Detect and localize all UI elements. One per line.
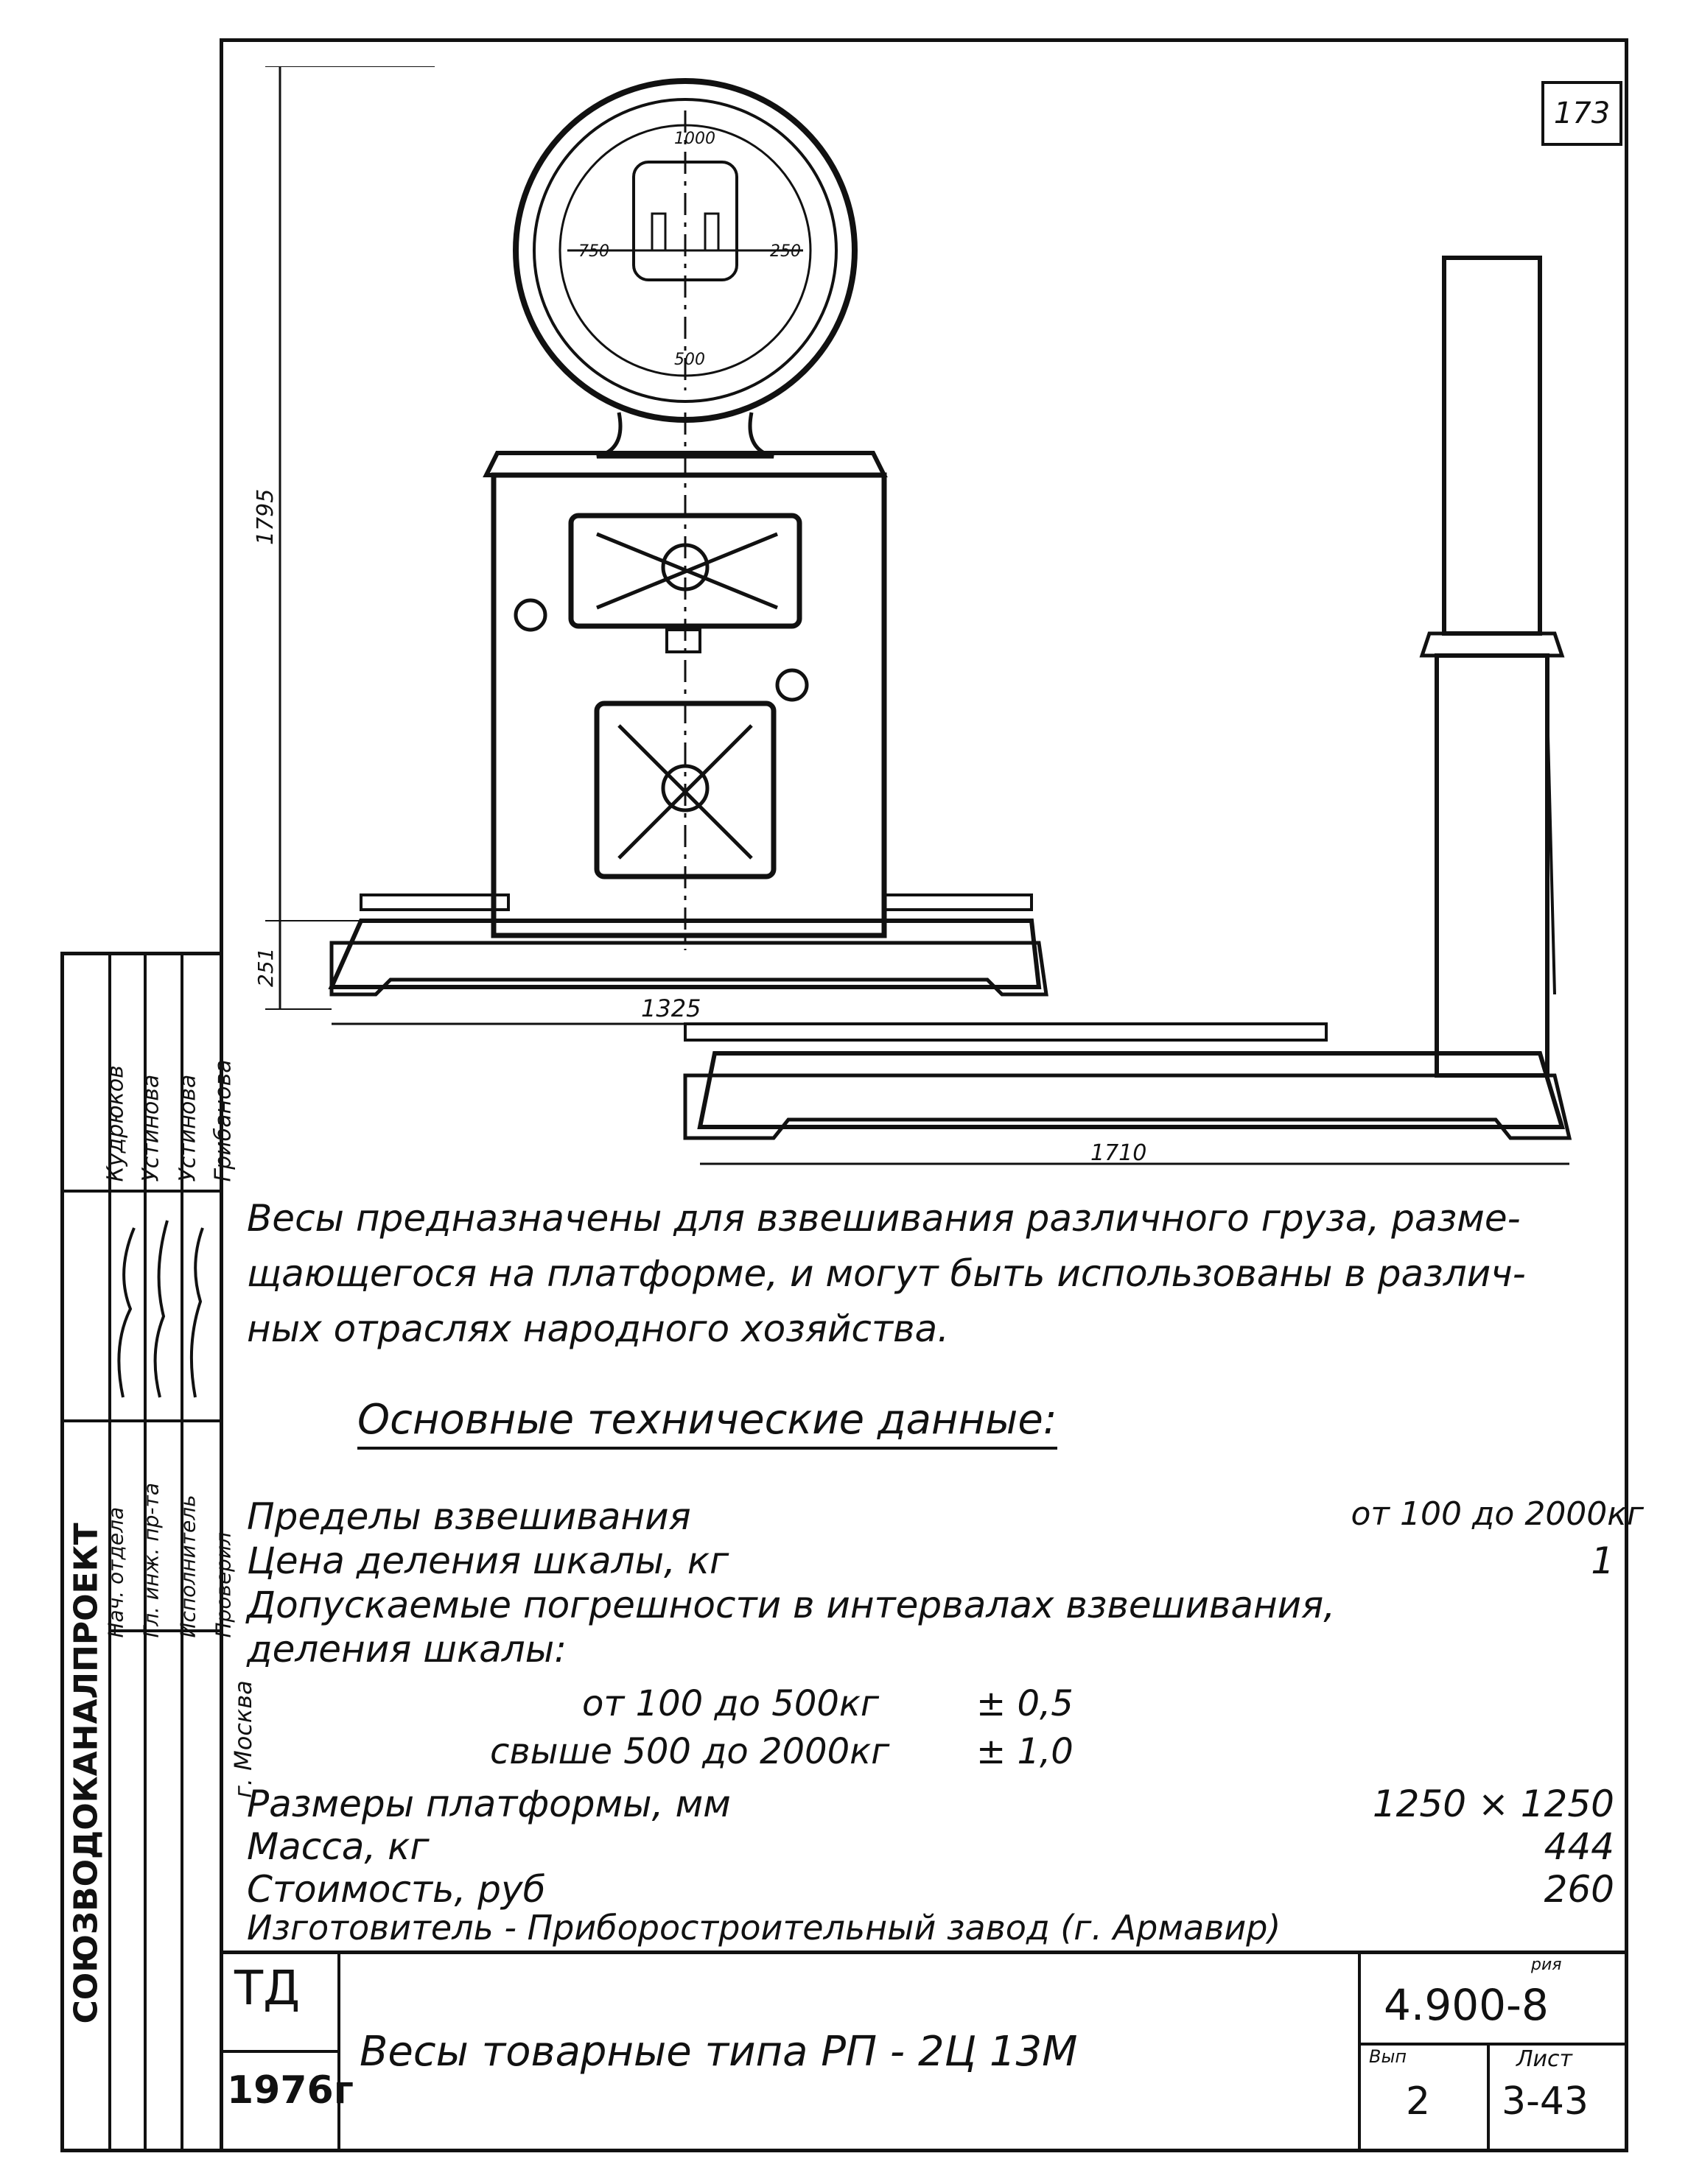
role-1: Нач. отдела [103, 1506, 128, 1638]
spec-maker: Изготовитель - Приборостроительный завод… [247, 1908, 1281, 1948]
spec-row-platform: Размеры платформы, мм 1250 × 1250 [247, 1783, 1614, 1825]
description-line-1: Весы предназначены для взвешивания разли… [247, 1197, 1521, 1240]
title-name: Весы товарные типа РП - 2Ц 13М [360, 2028, 1078, 2076]
title-block: ТД 1976г Весы товарные типа РП - 2Ц 13М … [220, 1950, 1628, 2152]
dim-width-front: 1325 [641, 994, 701, 1022]
tol1-value: ± 0,5 [976, 1683, 1074, 1724]
org-name: СОЮЗВОДОКАНАЛПРОЕКТ [67, 1523, 105, 2024]
issue-value: 2 [1406, 2079, 1431, 2124]
spec-row-cost: Стоимость, руб 260 [247, 1868, 1614, 1911]
spec-limits-label: Пределы взвешивания [247, 1495, 691, 1538]
signatures [117, 1220, 204, 1398]
spec-row-mass: Масса, кг 444 [247, 1825, 1614, 1868]
issue-label: Вып [1369, 2046, 1407, 2067]
dim-width-side: 1710 [1090, 1140, 1146, 1166]
role-3: Исполнитель [175, 1495, 200, 1638]
spec-row-limits: Пределы взвешивания от 100 до 2000кг [247, 1495, 1644, 1538]
side-signature-block: СОЮЗВОДОКАНАЛПРОЕКТ г. Москва Нач. отдел… [60, 952, 257, 2152]
sheet-number: 173 [1553, 96, 1611, 130]
description-line-3: ных отраслях народного хозяйства. [247, 1307, 949, 1350]
spec-division-label: Цена деления шкалы, кг [247, 1539, 729, 1582]
role-2: Гл. инж. пр-та [139, 1483, 164, 1638]
scale-drawing: 1000 750 250 500 1795 251 1325 1710 [253, 66, 1572, 1166]
name-4: Грибанова [210, 1059, 237, 1182]
drawing-frame [220, 38, 1628, 2152]
title-year: 1976г [227, 2068, 354, 2113]
spec-division-value: 1 [1591, 1539, 1614, 1582]
specs-heading: Основные технические данные: [357, 1396, 1057, 1450]
dial-label-left: 750 [578, 242, 609, 261]
description-line-2: щающегося на платформе, и могут быть исп… [247, 1252, 1526, 1295]
spec-cost-value: 260 [1544, 1868, 1614, 1911]
tol2-value: ± 1,0 [976, 1731, 1074, 1772]
dim-height-total: 1795 [253, 489, 279, 545]
sheet-value: 3-43 [1502, 2079, 1589, 2124]
role-4: Проверил [211, 1531, 236, 1638]
spec-cost-label: Стоимость, руб [247, 1868, 546, 1911]
spec-mass-value: 444 [1544, 1825, 1614, 1868]
spec-platform-value: 1250 × 1250 [1372, 1783, 1614, 1825]
dial-label-bottom: 500 [674, 351, 705, 369]
dial-label-top: 1000 [674, 130, 715, 148]
tol1-range: от 100 до 500кг [582, 1683, 880, 1724]
name-2: Устинова [138, 1074, 164, 1182]
dial-label-right: 250 [770, 242, 801, 261]
spec-tolerance-label-2: деления шкалы: [247, 1628, 567, 1671]
doc-label: рия [1531, 1956, 1562, 1974]
spec-row-division: Цена деления шкалы, кг 1 [247, 1539, 1644, 1582]
name-1: Кудрюков [102, 1065, 129, 1182]
dim-height-base: 251 [253, 948, 278, 987]
spec-tolerance-label: Допускаемые погрешности в интервалах взв… [247, 1584, 1336, 1626]
sheet-label: Лист [1516, 2046, 1573, 2072]
spec-mass-label: Масса, кг [247, 1825, 430, 1868]
sheet-number-box: 173 [1541, 81, 1622, 146]
name-3: Устинова [175, 1074, 201, 1182]
dial-ring [533, 98, 838, 403]
doc-number: 4.900-8 [1384, 1980, 1549, 2030]
title-code: ТД [234, 1962, 301, 2016]
spec-limits-value: от 100 до 2000кг [1351, 1495, 1644, 1533]
tol2-range: свыше 500 до 2000кг [490, 1731, 890, 1772]
spec-platform-label: Размеры платформы, мм [247, 1783, 731, 1825]
org-city: г. Москва [229, 1680, 257, 1798]
